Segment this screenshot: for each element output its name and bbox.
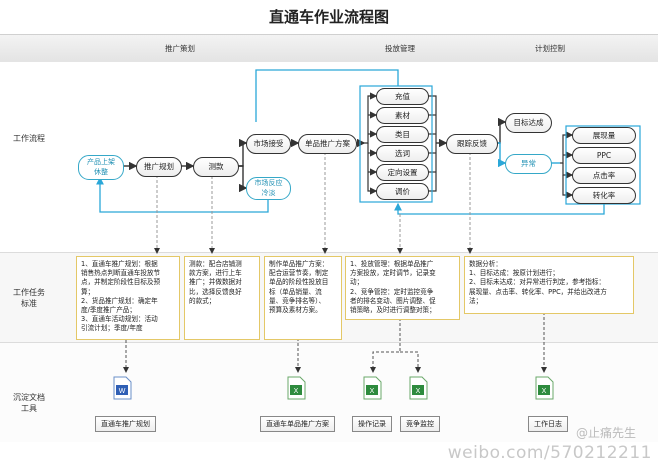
svg-text:X: X — [370, 388, 375, 395]
lane-label-workflow: 工作流程 — [13, 134, 45, 143]
task-single-plan: 制作单品推广方案： 配合运营节奏，制定 单品的阶段性投放目 标（单品销量、流 量… — [264, 256, 342, 340]
task-delivery: 1、投放管理：根据单品推广 方案投放，定时调节，记录变 动； 2、竞争管控：定时… — [345, 256, 460, 320]
excel-doc-icon: X — [287, 376, 306, 400]
node-item-keywords: 选词 — [376, 145, 429, 162]
lane-label-tasks: 工作任务 标准 — [13, 288, 45, 308]
node-promo-plan: 推广规划 — [136, 157, 182, 177]
node-item-material: 素材 — [376, 107, 429, 124]
excel-doc-icon: X — [363, 376, 382, 400]
doc-label-competition-monitor: 竞争监控 — [400, 416, 440, 432]
excel-doc-icon: X — [409, 376, 428, 400]
lane-separator — [0, 342, 658, 343]
doc-label-operation-log: 操作记录 — [352, 416, 392, 432]
excel-doc-icon: X — [535, 376, 554, 400]
word-doc-icon: W — [113, 376, 132, 400]
svg-text:X: X — [294, 388, 299, 395]
node-item-targeting: 定向设置 — [376, 164, 429, 181]
header-delivery-management: 投放管理 — [385, 44, 415, 53]
doc-label-promo-plan: 直通车推广规划 — [95, 416, 156, 432]
node-track-feedback: 跟踪反馈 — [446, 134, 498, 154]
node-metric-ppc: PPC — [572, 147, 636, 164]
task-data-analysis: 数据分析： 1、目标达成：按原计划进行； 2、目标未达成：对异常进行判定，参考指… — [464, 256, 634, 314]
lane-separator — [0, 252, 658, 253]
node-metric-impressions: 展现量 — [572, 127, 636, 144]
node-goal-met: 目标达成 — [505, 113, 552, 133]
node-market-cold: 市场反应 冷淡 — [246, 177, 291, 200]
node-metric-conversion: 转化率 — [572, 187, 636, 204]
node-single-plan: 单品推广方案 — [298, 134, 357, 154]
node-abnormal: 异常 — [505, 154, 552, 174]
doc-label-single-plan: 直通车单品推广方案 — [260, 416, 335, 432]
svg-text:X: X — [416, 388, 421, 395]
node-item-recharge: 充值 — [376, 88, 429, 105]
watermark-url: weibo.com/570212211 — [447, 443, 652, 463]
lane-label-docs: 沉淀文档 工具 — [13, 393, 45, 413]
header-plan-control: 计划控制 — [535, 44, 565, 53]
header-promo-planning: 推广策划 — [165, 44, 195, 53]
svg-text:W: W — [119, 388, 126, 395]
page-title: 直通车作业流程图 — [268, 8, 389, 26]
node-item-category: 类目 — [376, 126, 429, 143]
task-testing: 测款：配合店铺测 款方案，进行上车 推广；并做数据对 比，选择反馈良好 的款式； — [184, 256, 260, 340]
node-metric-ctr: 点击率 — [572, 167, 636, 184]
node-product-launch: 产品上架 休整 — [78, 155, 124, 180]
node-test: 测款 — [193, 157, 239, 177]
node-item-bid: 调价 — [376, 183, 429, 200]
svg-text:X: X — [542, 388, 547, 395]
watermark-handle: @止痛先生 — [575, 426, 636, 440]
task-promo-planning: 1、直通车推广规划：根据 销售热点判断直通车投放节 点，并制定阶段性目标及预 算… — [76, 256, 180, 340]
node-market-accept: 市场接受 — [246, 134, 291, 154]
doc-label-work-log: 工作日志 — [528, 416, 568, 432]
